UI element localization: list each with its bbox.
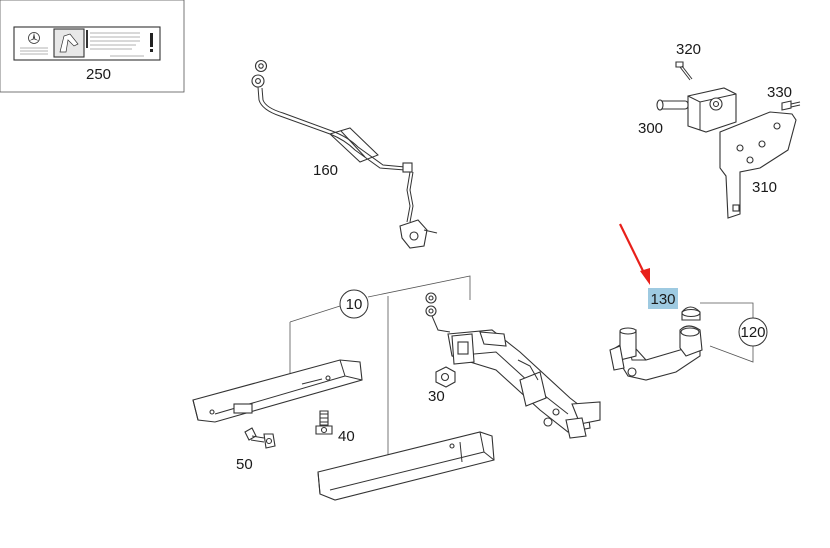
part-320-bolt[interactable]: 320	[675, 41, 701, 81]
part-160-wiring-harness[interactable]: 160	[251, 59, 438, 249]
part-250-label-sticker[interactable]: 250	[0, 0, 185, 93]
callout-group-120: 120	[700, 302, 768, 363]
part-330-screw[interactable]: 330	[767, 84, 801, 111]
callout-120[interactable]: 120	[740, 324, 765, 341]
callout-250[interactable]: 250	[86, 66, 111, 83]
callout-10[interactable]: 10	[346, 296, 363, 313]
red-arrow-icon	[619, 223, 650, 285]
part-40-bolt[interactable]: 40	[315, 410, 355, 445]
part-310-bracket[interactable]: 310	[719, 111, 797, 219]
part-50-bolt[interactable]: 50	[236, 427, 276, 473]
callout-group-10: 10	[289, 275, 471, 470]
callout-130[interactable]: 130	[650, 291, 675, 308]
callout-330[interactable]: 330	[767, 84, 792, 101]
callout-160[interactable]: 160	[313, 162, 338, 179]
part-10-bumper-beam-upper[interactable]	[192, 359, 363, 423]
callout-130-highlighted[interactable]: 130	[648, 288, 678, 309]
callout-40[interactable]: 40	[338, 428, 355, 445]
exclamation-icon	[150, 33, 153, 47]
callout-300[interactable]: 300	[638, 120, 663, 137]
callout-310[interactable]: 310	[752, 179, 777, 196]
part-300-control-unit[interactable]: 300	[638, 87, 737, 137]
callout-30[interactable]: 30	[428, 388, 445, 405]
part-10-tow-bar-crossmember[interactable]	[425, 292, 601, 439]
part-130-ball-neck[interactable]	[609, 325, 703, 381]
part-10-bumper-beam-lower[interactable]	[317, 431, 495, 501]
callout-320[interactable]: 320	[676, 41, 701, 58]
part-120-ball-cap[interactable]	[681, 306, 701, 321]
callout-50[interactable]: 50	[236, 456, 253, 473]
part-30-nut[interactable]: 30	[428, 366, 456, 405]
